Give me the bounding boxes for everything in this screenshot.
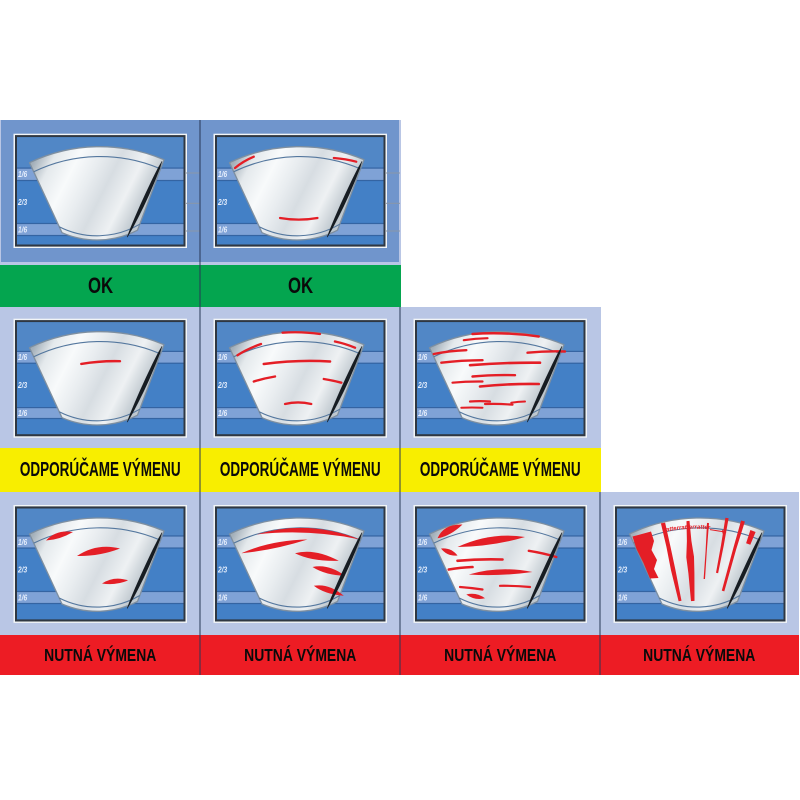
svg-text:2/3: 2/3 — [17, 380, 28, 390]
svg-text:2/3: 2/3 — [217, 197, 228, 207]
svg-text:1/6: 1/6 — [418, 593, 428, 603]
svg-text:ratterratterratter: ratterratterratter — [663, 525, 711, 534]
svg-text:1/6: 1/6 — [18, 593, 28, 603]
svg-text:1/6: 1/6 — [18, 537, 28, 547]
svg-text:1/6: 1/6 — [218, 224, 228, 234]
svg-text:1/6: 1/6 — [18, 352, 28, 362]
svg-text:2/3: 2/3 — [17, 565, 28, 575]
svg-text:2/3: 2/3 — [417, 565, 428, 575]
svg-text:2/3: 2/3 — [217, 565, 228, 575]
svg-text:1/6: 1/6 — [218, 169, 228, 179]
svg-text:1/6: 1/6 — [18, 224, 28, 234]
svg-text:1/6: 1/6 — [218, 408, 228, 418]
svg-text:1/6: 1/6 — [418, 537, 428, 547]
svg-text:1/6: 1/6 — [618, 593, 628, 603]
svg-text:1/6: 1/6 — [18, 408, 28, 418]
svg-text:2/3: 2/3 — [17, 197, 28, 207]
svg-text:2/3: 2/3 — [417, 380, 428, 390]
svg-text:1/6: 1/6 — [218, 593, 228, 603]
svg-text:1/6: 1/6 — [418, 352, 428, 362]
svg-text:1/6: 1/6 — [18, 169, 28, 179]
svg-text:1/6: 1/6 — [418, 408, 428, 418]
svg-text:2/3: 2/3 — [617, 565, 628, 575]
svg-text:1/6: 1/6 — [618, 537, 628, 547]
svg-text:1/6: 1/6 — [218, 352, 228, 362]
svg-text:2/3: 2/3 — [217, 380, 228, 390]
svg-text:1/6: 1/6 — [218, 537, 228, 547]
